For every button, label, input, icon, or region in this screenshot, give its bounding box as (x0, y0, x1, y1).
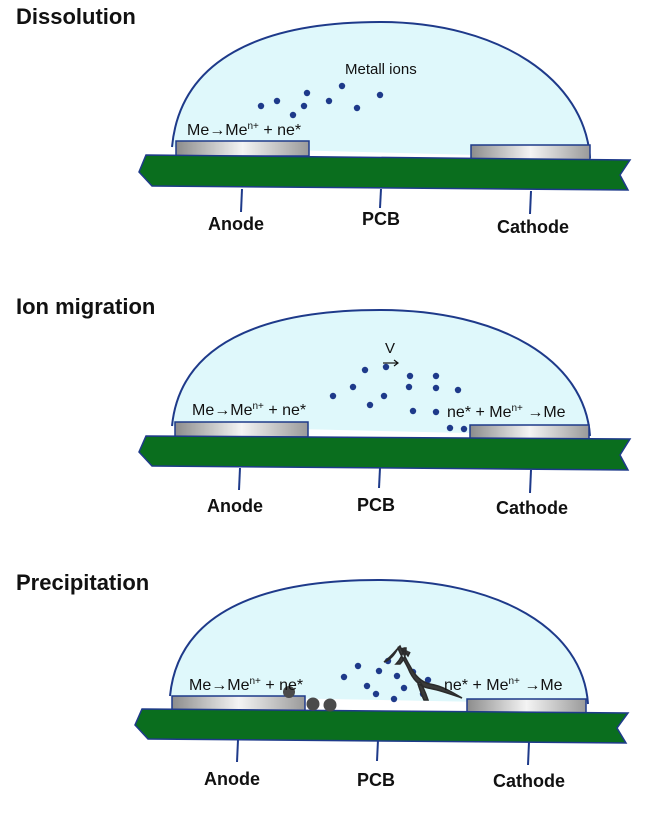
velocity-label: V (385, 340, 396, 357)
anode-electrode (175, 140, 310, 157)
pcb-label: PCB (357, 495, 396, 515)
electrolyte-droplet (169, 578, 589, 705)
pcb-label: PCB (357, 770, 396, 790)
anode-label: Anode (207, 496, 263, 516)
panel-heading: Dissolution (16, 4, 136, 29)
cathode-leader (529, 190, 532, 215)
panel-heading: Ion migration (16, 294, 156, 319)
anode-electrode (174, 421, 309, 438)
anode-leader (240, 188, 243, 213)
precipitation-diagram (134, 578, 630, 766)
cathode-label: Cathode (497, 217, 569, 237)
pcb-leader (379, 188, 382, 209)
anode-label: Anode (204, 769, 260, 789)
anode-leader (236, 739, 239, 763)
cathode-electrode (470, 144, 591, 161)
panel-heading: Precipitation (16, 570, 150, 595)
cathode-reaction: ne* + Men+ →Me (447, 403, 566, 421)
dendrite-deposit (383, 644, 463, 701)
electrolyte-droplet (171, 20, 591, 159)
anode-leader (238, 467, 241, 491)
pcb-board (138, 154, 632, 191)
panel-ion-migration: Ion migration V Me→Men+ (0, 290, 648, 558)
pcb-leader (378, 467, 381, 489)
panel-precipitation: Precipitation (0, 564, 648, 832)
migrating-ions (329, 363, 468, 433)
anode-label: Anode (208, 214, 264, 234)
metal-ions (257, 82, 384, 119)
anode-reaction: Me→Men+ + ne* (192, 401, 307, 419)
dissolution-diagram (138, 20, 632, 215)
anode-reaction: Me→Men+ + ne* (187, 121, 302, 139)
cathode-label: Cathode (496, 498, 568, 518)
cathode-label: Cathode (493, 771, 565, 791)
pcb-board (138, 435, 632, 471)
pcb-label: PCB (362, 209, 401, 229)
precipitate-particles (283, 686, 337, 712)
pcb-leader (376, 739, 379, 762)
cathode-reaction: ne* + Men+ →Me (444, 676, 563, 694)
cathode-leader (527, 741, 530, 766)
pcb-board (134, 708, 630, 744)
anode-reaction: Me→Men+ + ne* (189, 676, 304, 694)
electrolyte-droplet (171, 308, 591, 437)
ion-migration-diagram (138, 308, 632, 494)
cathode-leader (529, 469, 532, 494)
metal-ions-label: Metall ions (345, 61, 417, 78)
panel-dissolution: Dissolution Me→Men+ + ne* Metall ions An… (0, 0, 648, 268)
